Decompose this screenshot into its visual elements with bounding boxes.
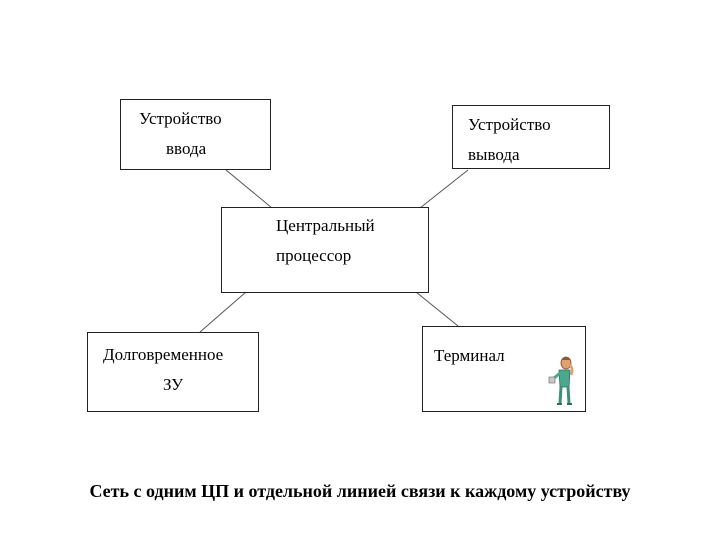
- node-cpu-label-1: Центральный: [276, 216, 375, 235]
- node-long-term-storage-label-1: Долговременное: [103, 345, 224, 364]
- node-long-term-storage-label-2: ЗУ: [163, 375, 184, 394]
- node-output-device-label-1: Устройство: [468, 115, 551, 134]
- node-input-device: [120, 99, 271, 170]
- node-output-device: [452, 105, 610, 169]
- node-cpu: [221, 207, 429, 293]
- node-terminal: [422, 326, 586, 412]
- edge-input-to-cpu: [225, 169, 273, 209]
- node-long-term-storage: [87, 332, 259, 412]
- edge-storage-to-cpu: [199, 291, 247, 333]
- edge-terminal-to-cpu: [415, 291, 459, 327]
- edge-output-to-cpu: [419, 169, 469, 209]
- node-input-device-label-2: ввода: [166, 139, 207, 158]
- node-input-device-label-1: Устройство: [139, 109, 222, 128]
- node-cpu-label-2: процессор: [276, 246, 352, 265]
- diagram-caption: Сеть с одним ЦП и отдельной линией связи…: [89, 481, 631, 501]
- person-with-phone-icon: [548, 356, 574, 405]
- node-terminal-label: Терминал: [434, 346, 505, 365]
- node-output-device-label-2: вывода: [468, 145, 520, 164]
